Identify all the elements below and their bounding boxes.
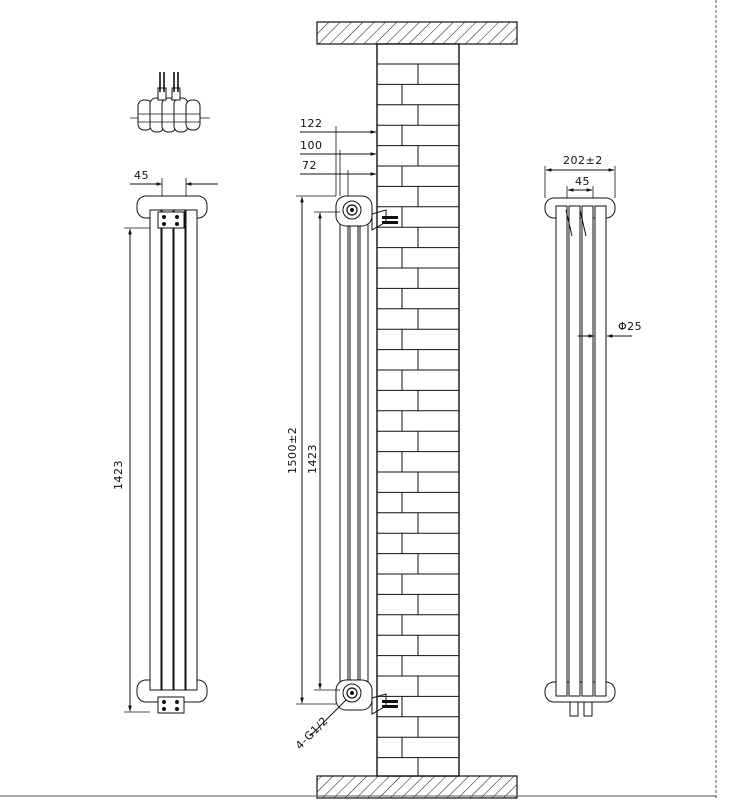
wall-section <box>316 21 518 799</box>
side-total-height-label: 1500±2 <box>286 427 299 474</box>
left-height-label: 1423 <box>112 460 125 490</box>
side-height-label: 1423 <box>306 444 319 474</box>
diameter-label: Φ25 <box>618 320 642 333</box>
offset-100-label: 100 <box>300 139 323 152</box>
right-total-width-label: 202±2 <box>563 154 603 167</box>
left-width-label: 45 <box>134 169 149 182</box>
ceiling-slab <box>316 21 518 45</box>
top-view <box>130 72 210 133</box>
right-width-label: 45 <box>575 175 590 188</box>
offset-72-label: 72 <box>302 159 317 172</box>
brick-pattern <box>377 63 459 776</box>
thread-label: 4-G1/2 <box>293 714 331 752</box>
front-view: 45 1423 <box>112 169 218 714</box>
side-view: 122 100 72 1500±2 1423 4-G1/2 <box>286 117 398 752</box>
right-view: 202±2 45 Φ25 <box>544 154 642 717</box>
offset-122-label: 122 <box>300 117 323 130</box>
floor-slab <box>316 775 518 799</box>
